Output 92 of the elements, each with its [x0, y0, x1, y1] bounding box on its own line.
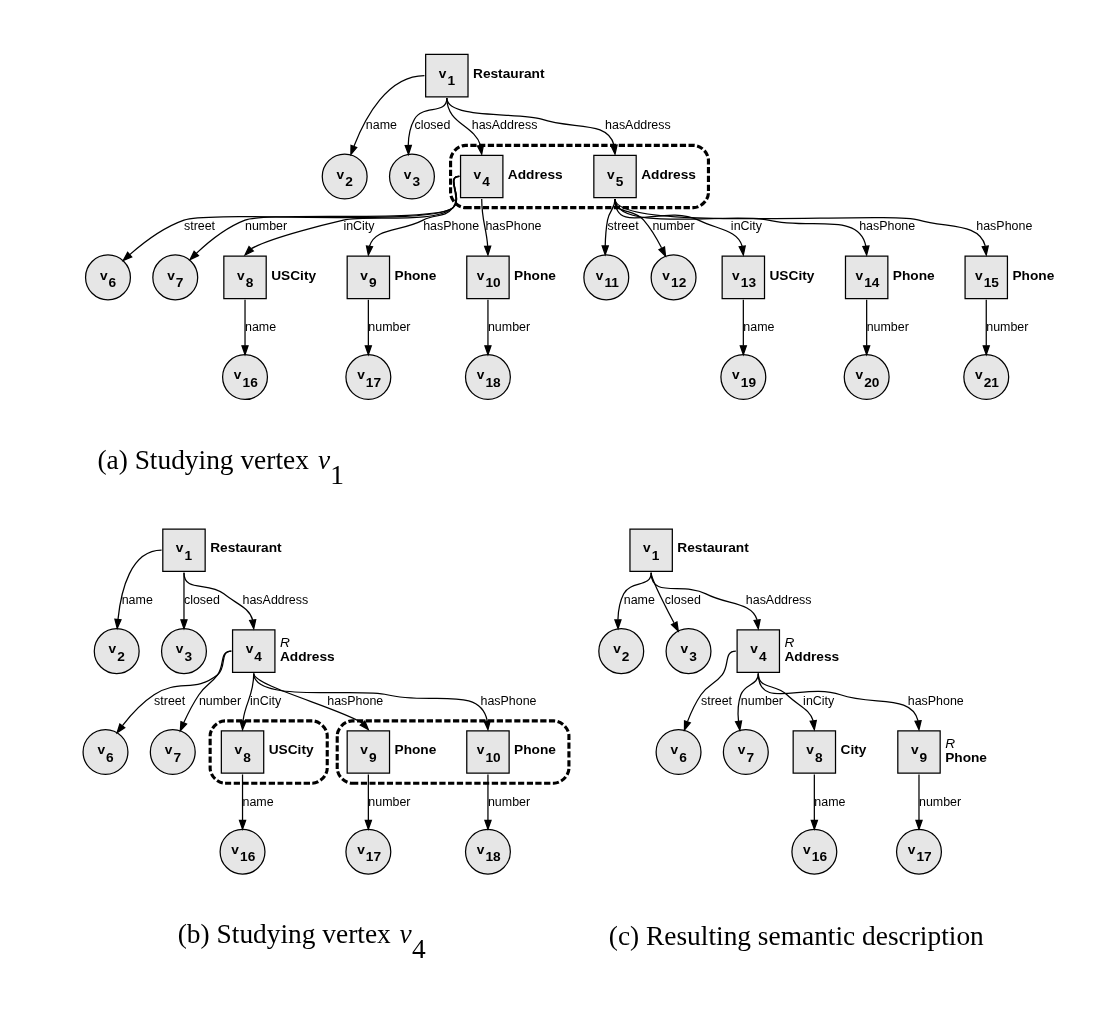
- edge-label: number: [368, 319, 411, 334]
- arrow: [188, 175, 460, 261]
- arrow: [180, 572, 188, 631]
- arrow: [364, 299, 373, 357]
- edge-label: number: [986, 319, 1029, 334]
- edge-label: hasAddress: [471, 118, 538, 133]
- arrow: [915, 773, 923, 832]
- arrow: [614, 572, 652, 631]
- edge-label: number: [368, 794, 411, 809]
- edge-label: inCity: [343, 219, 375, 234]
- node-label: Phone: [394, 267, 437, 283]
- edge-label: number: [198, 693, 242, 708]
- arrow: [243, 175, 460, 257]
- edge-label: name: [814, 794, 846, 809]
- edge-label: hasAddress: [745, 592, 812, 607]
- edge-label: inCity: [250, 693, 282, 708]
- arrow: [650, 572, 761, 631]
- node-label: Address: [279, 648, 335, 664]
- edge-label: hasPhone: [859, 219, 916, 234]
- edge-label: name: [121, 592, 153, 607]
- arrow: [810, 773, 819, 832]
- arrow: [179, 650, 232, 733]
- edge-label: hasAddress: [242, 592, 309, 607]
- arrow: [350, 74, 426, 157]
- arrow: [757, 672, 922, 732]
- node-label: Phone: [945, 749, 987, 765]
- arrow: [484, 773, 492, 832]
- edge-label: name: [623, 592, 655, 607]
- arrow: [183, 572, 257, 631]
- edge-label: hasPhone: [485, 219, 542, 234]
- node-label: Restaurant: [677, 540, 749, 556]
- node-label: USCity: [769, 267, 815, 283]
- node-label: USCity: [268, 742, 314, 758]
- edge-label: number: [487, 794, 531, 809]
- edge-label: hasPhone: [976, 219, 1033, 234]
- node-label: Phone: [514, 742, 556, 758]
- edge-label: number: [652, 219, 695, 234]
- edge-label: street: [183, 219, 216, 234]
- arrow: [739, 299, 748, 357]
- edge-label: name: [242, 794, 274, 809]
- arrow: [862, 299, 871, 357]
- edge-label: number: [487, 319, 531, 334]
- edge-label: number: [918, 794, 962, 809]
- edge-label: hasAddress: [605, 118, 671, 133]
- arrow: [238, 773, 247, 832]
- edge-label: name: [743, 319, 775, 334]
- arrow: [446, 97, 618, 156]
- edge-label: hasPhone: [327, 693, 384, 708]
- label: (c) Resulting semantic description: [608, 920, 984, 951]
- node-label: Address: [784, 648, 840, 664]
- edge-label: closed: [664, 592, 701, 607]
- edge-label: street: [607, 219, 639, 234]
- node-label: R: [945, 736, 956, 752]
- node-label: Phone: [1012, 267, 1055, 283]
- edge-label: number: [740, 693, 784, 708]
- edge-label: street: [700, 693, 733, 708]
- arrow: [982, 299, 991, 357]
- arrow: [365, 175, 460, 257]
- edge-label: inCity: [730, 219, 762, 234]
- arrow: [446, 97, 485, 156]
- node-label: R: [784, 635, 795, 651]
- edge-label: street: [154, 693, 186, 708]
- edge-label: name: [245, 319, 277, 334]
- edge-label: inCity: [803, 693, 835, 708]
- arrow: [734, 672, 759, 732]
- node-label: Address: [641, 166, 696, 182]
- arrow: [115, 650, 232, 735]
- edge-label: name: [365, 118, 397, 133]
- node-label: Phone: [892, 267, 935, 283]
- edge-label: number: [866, 319, 909, 334]
- edge-label: hasPhone: [480, 693, 537, 708]
- arrow: [484, 299, 492, 357]
- edge-label: hasPhone: [423, 219, 480, 234]
- arrow: [114, 549, 163, 631]
- node-label: Phone: [394, 742, 437, 758]
- arrow: [241, 299, 249, 357]
- node-label: Phone: [514, 267, 556, 283]
- edge-label: number: [245, 219, 288, 234]
- node-label: USCity: [271, 267, 317, 283]
- node-label: Restaurant: [473, 65, 545, 81]
- node-label: Restaurant: [210, 540, 282, 556]
- arrow: [253, 672, 492, 732]
- edge-label: closed: [414, 118, 451, 133]
- node-label: R: [279, 635, 290, 651]
- arrow: [683, 650, 737, 732]
- arrow: [364, 773, 373, 832]
- arrow: [614, 198, 990, 257]
- arrow: [481, 198, 492, 257]
- arrow: [121, 175, 460, 262]
- node-label: Address: [507, 166, 563, 182]
- node-label: City: [840, 742, 867, 758]
- edge-label: hasPhone: [907, 693, 964, 708]
